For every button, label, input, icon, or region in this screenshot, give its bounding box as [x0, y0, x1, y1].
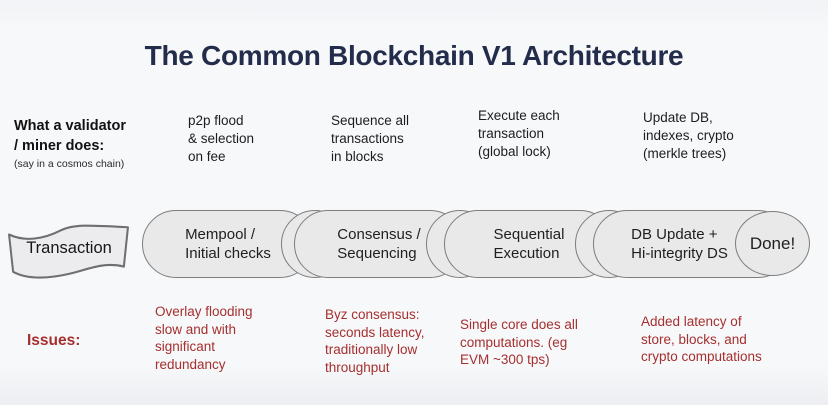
- issues-label: Issues:: [27, 332, 81, 349]
- transaction-banner: Transaction: [6, 220, 132, 279]
- issue-execution: Single core does all computations. (eg E…: [460, 317, 578, 368]
- step-action-mempool: p2p flood & selection on fee: [188, 113, 255, 164]
- validator-role-heading: What a validator / miner does:: [14, 118, 126, 154]
- issue-mempool: Overlay flooding slow and with significa…: [155, 304, 253, 372]
- step-action-consensus: Sequence all transactions in blocks: [331, 113, 410, 164]
- page-title: The Common Blockchain V1 Architecture: [144, 40, 684, 71]
- done-circle: Done!: [735, 211, 810, 276]
- validator-role-label: What a validator / miner does: (say in a…: [14, 116, 154, 170]
- validator-role-note: (say in a cosmos chain): [14, 158, 125, 170]
- step-action-db-update: Update DB, indexes, crypto (merkle trees…: [643, 110, 734, 161]
- step-action-execution: Execute each transaction (global lock): [478, 108, 560, 159]
- issue-db-update: Added latency of store, blocks, and cryp…: [641, 314, 762, 365]
- wavy-banner-shape: [8, 224, 129, 279]
- issue-consensus: Byz consensus: seconds latency, traditio…: [325, 307, 425, 375]
- transaction-label: Transaction: [26, 238, 112, 257]
